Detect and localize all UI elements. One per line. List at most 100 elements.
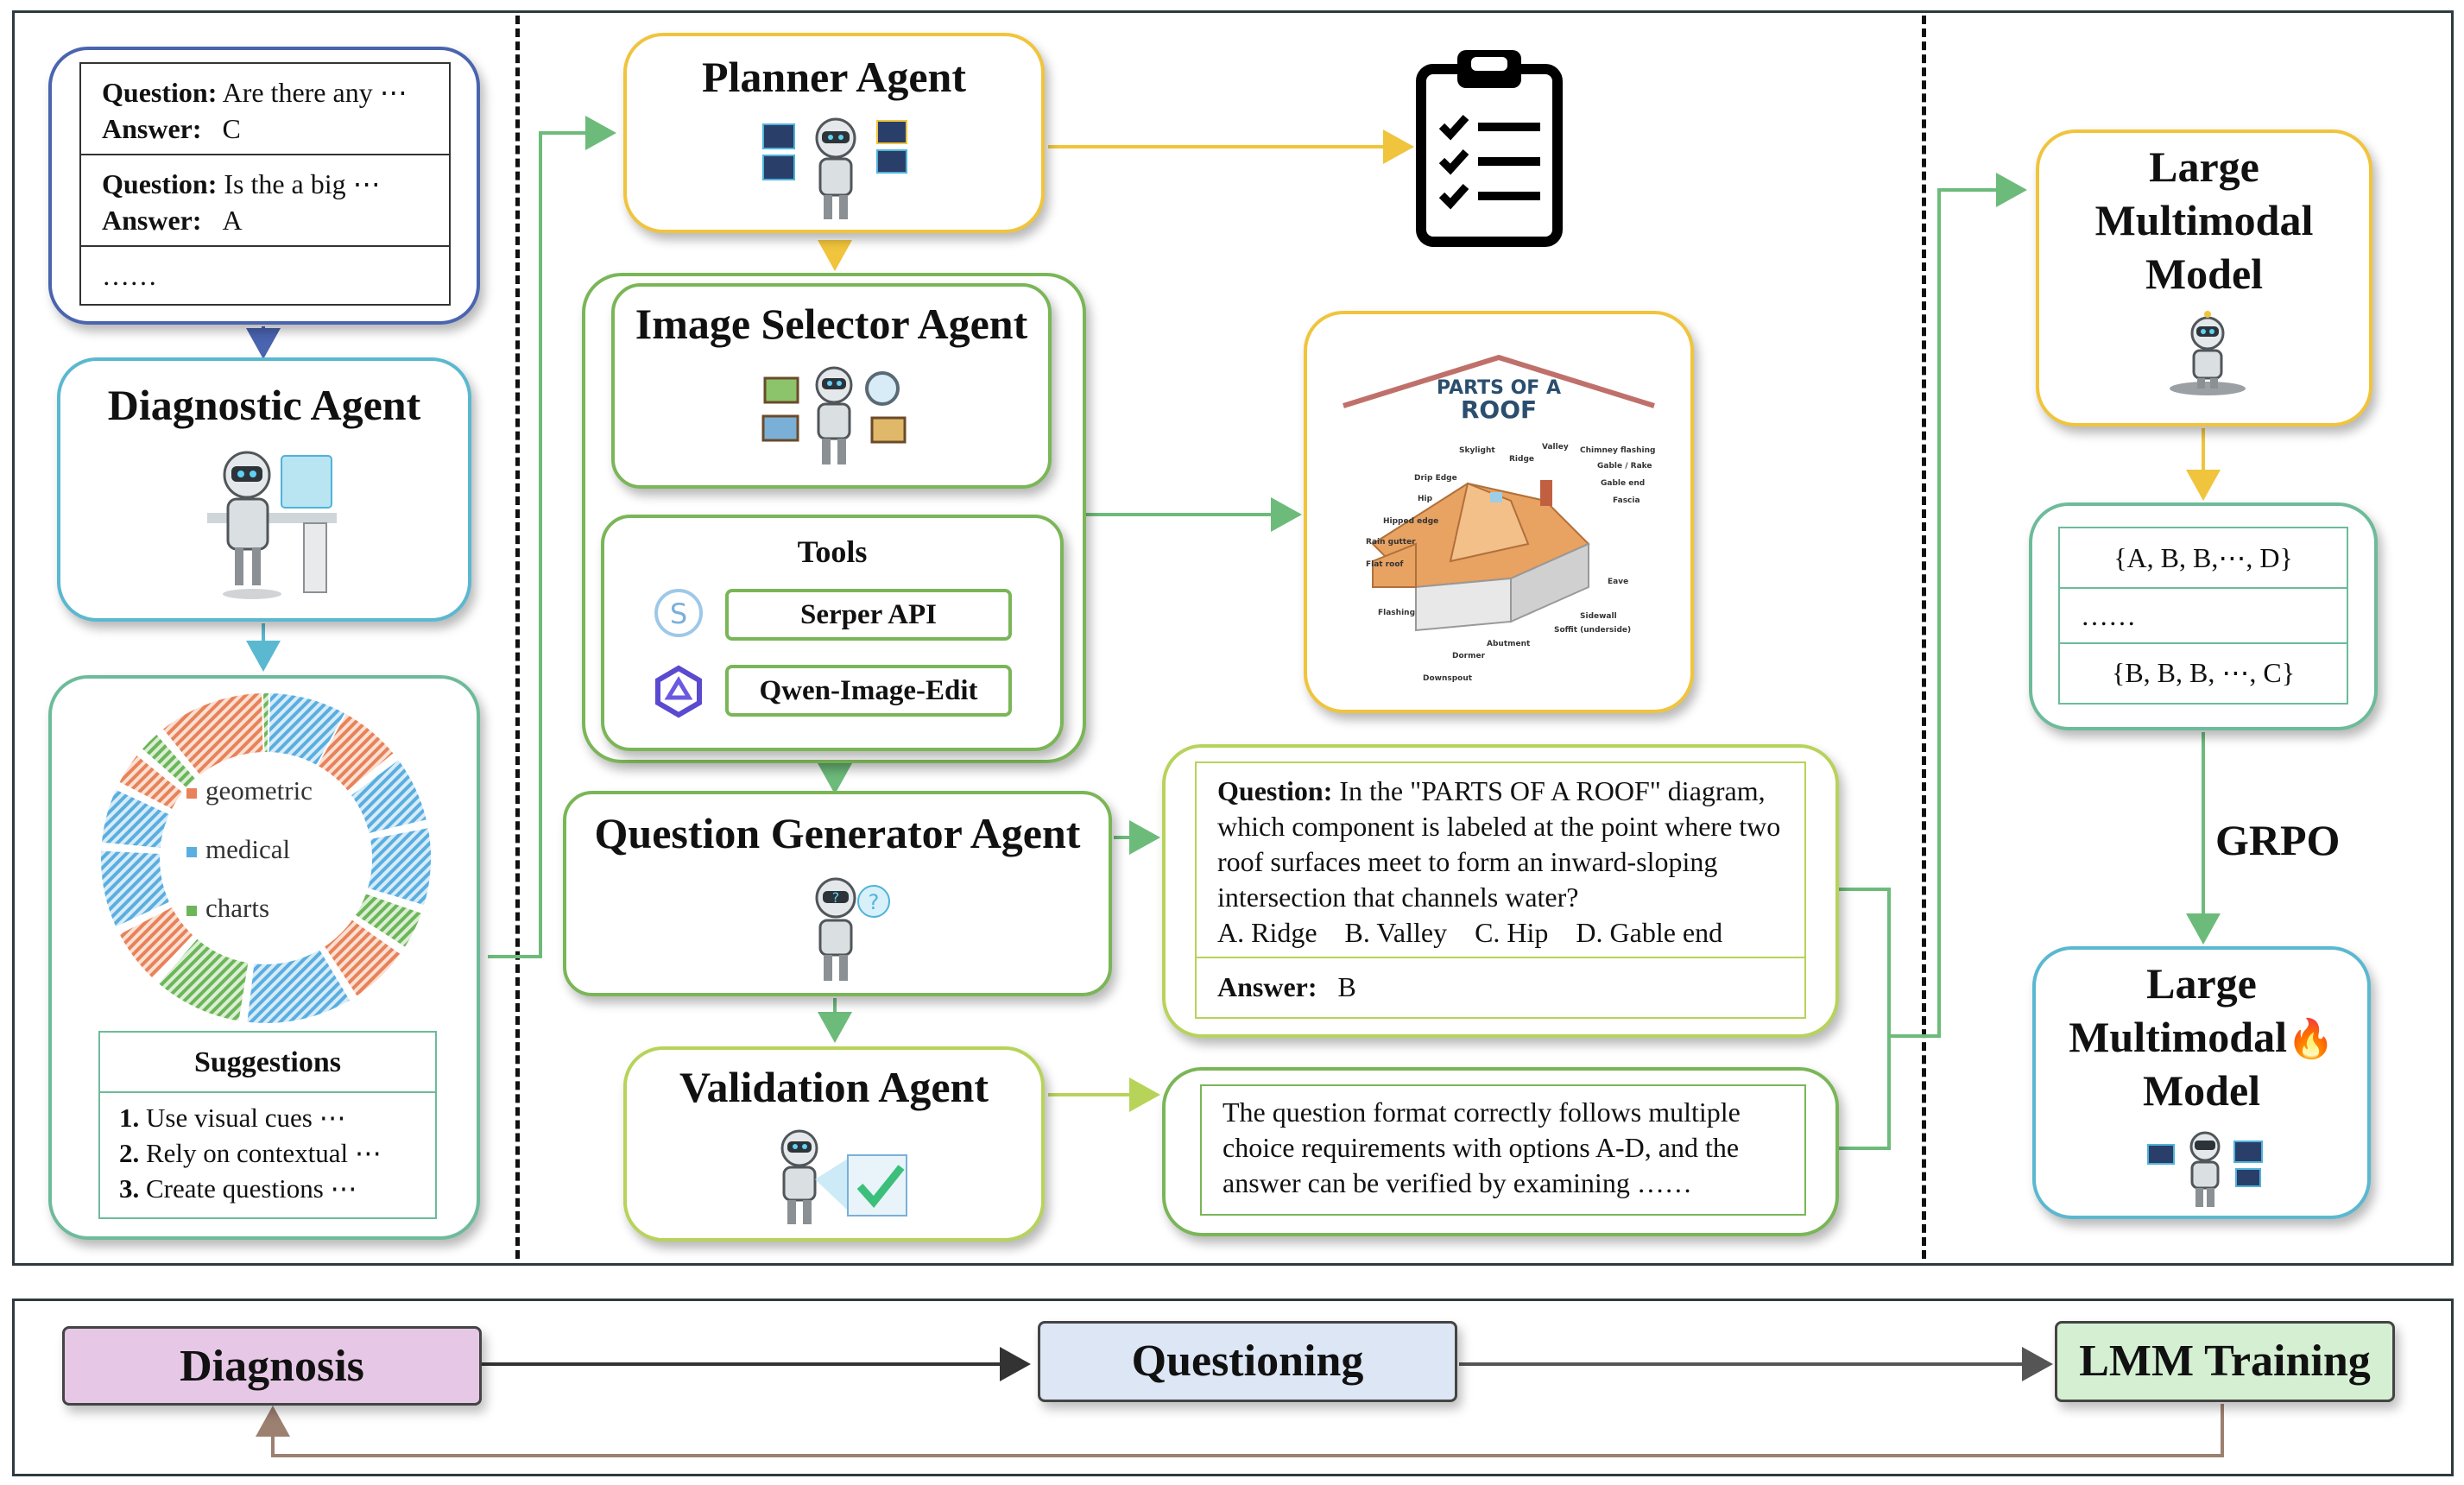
answer-label: Answer:: [102, 205, 202, 236]
svg-text:?: ?: [832, 889, 840, 906]
question-generator-agent-title: Question Generator Agent: [594, 809, 1081, 857]
suggestions-title: Suggestions: [100, 1033, 435, 1093]
suggestion-num: 3.: [119, 1173, 140, 1204]
rollouts-table: {A, B, B,⋯, D} …… {B, B, B, ⋯, C}: [2058, 527, 2348, 705]
robot-check-icon: [780, 1129, 907, 1224]
answer-label: Answer:: [1217, 971, 1317, 1002]
legend-swatch: [186, 905, 197, 916]
suggestion-item: 2. Rely on contextual ⋯: [119, 1135, 416, 1171]
donut-segment: [349, 757, 429, 836]
donut-segment: [161, 692, 265, 778]
roof-part-label: Ridge: [1509, 455, 1534, 464]
rollout-row: ……: [2060, 589, 2347, 644]
robot-with-images-icon: [761, 366, 907, 464]
roof-part-label: Hipped edge: [1383, 517, 1438, 526]
divider-left: [515, 16, 520, 1259]
roof-part-label: Chimney flashing: [1580, 446, 1655, 455]
lmm-top-line1: Large: [2149, 142, 2259, 191]
question-options: A. Ridge B. Valley C. Hip D. Gable end: [1217, 917, 1723, 948]
donut-segment: [322, 917, 403, 999]
donut-segment: [99, 787, 172, 850]
roof-part-label: Abutment: [1487, 640, 1531, 648]
robot-at-desk-icon: [207, 451, 337, 599]
suggestion-num: 1.: [119, 1103, 140, 1133]
planner-agent-card: Planner Agent: [623, 33, 1045, 233]
roof-part-label: Flashing: [1378, 609, 1415, 617]
answer-text: C: [222, 113, 241, 144]
generated-question-table: Question: In the "PARTS OF A ROOF" diagr…: [1195, 761, 1806, 1019]
lmm-top-line3: Model: [2145, 250, 2264, 298]
question-text: Are there any ⋯: [222, 77, 408, 108]
answer-label: Answer:: [102, 113, 202, 144]
donut-segment: [117, 905, 195, 981]
stage-questioning: Questioning: [1038, 1321, 1457, 1402]
suggestion-item: 3. Create questions ⋯: [119, 1171, 416, 1206]
roof-part-label: Downspout: [1423, 674, 1473, 683]
donut-segment: [117, 753, 186, 812]
donut-segment: [140, 732, 199, 791]
roof-part-label: Rain gutter: [1366, 538, 1416, 547]
question-text: In the "PARTS OF A ROOF" diagram, which …: [1217, 775, 1781, 913]
diagnostic-agent-title: Diagnostic Agent: [107, 381, 421, 429]
question-generator-agent-card: Question Generator Agent ? ?: [563, 791, 1112, 996]
robot-question-icon: ? ?: [815, 877, 890, 981]
grpo-label: GRPO: [2215, 816, 2341, 864]
question-label: Question:: [1217, 775, 1333, 806]
image-selector-agent-card: Image Selector Agent: [611, 283, 1052, 489]
roof-part-label: Gable end: [1601, 479, 1645, 488]
validation-agent-title: Validation Agent: [679, 1063, 989, 1111]
history-more: ……: [102, 260, 157, 291]
tools-title: Tools: [797, 534, 868, 569]
donut-segment: [156, 936, 250, 1023]
roof-part-label: Flat roof: [1366, 560, 1404, 569]
qwen-logo-icon: [655, 665, 702, 718]
roof-part-label: Soffit (underside): [1554, 626, 1631, 635]
lmm-trained-line3: Model: [2142, 1066, 2261, 1115]
fire-icon: 🔥: [2287, 1017, 2334, 1061]
legend-label: geometric: [205, 775, 313, 806]
clipboard-checklist-icon: [1416, 50, 1563, 247]
generated-question: Question: In the "PARTS OF A ROOF" diagr…: [1197, 763, 1804, 958]
suggestion-item: 1. Use visual cues ⋯: [119, 1100, 416, 1135]
qwen-image-edit-tool: Qwen-Image-Edit: [725, 665, 1012, 717]
donut-segment: [353, 891, 424, 950]
divider-right: [1922, 16, 1926, 1259]
stage-diagnosis: Diagnosis: [62, 1326, 482, 1406]
roof-part-label: Fascia: [1613, 496, 1640, 505]
roof-part-label: Drip Edge: [1414, 474, 1457, 483]
donut-segment: [267, 692, 347, 768]
suggestion-text: Create questions ⋯: [146, 1173, 357, 1204]
validation-result-text: The question format correctly follows mu…: [1200, 1084, 1806, 1216]
lmm-top-card: Large Multimodal Model: [2036, 130, 2372, 427]
legend-geometric: geometric: [186, 775, 313, 806]
roof-title-line1: PARTS OF A: [1437, 377, 1561, 399]
generated-answer: Answer: B: [1197, 958, 1804, 1017]
suggestion-text: Use visual cues ⋯: [146, 1103, 346, 1133]
legend-medical: medical: [186, 834, 290, 865]
roof-part-label: Dormer: [1452, 652, 1486, 660]
roof-part-label: Hip: [1418, 495, 1433, 503]
history-table: Question: Are there any ⋯ Answer: C Ques…: [79, 62, 451, 306]
robot-with-screens-icon: [2147, 1131, 2263, 1207]
roof-title-line2: ROOF: [1461, 395, 1537, 424]
roof-part-label: Gable / Rake: [1597, 462, 1652, 471]
svg-text:S: S: [670, 597, 687, 630]
pipeline-frame: [12, 1299, 2454, 1476]
question-label: Question:: [102, 168, 218, 199]
donut-segment: [245, 947, 352, 1025]
legend-label: medical: [205, 834, 291, 864]
lmm-trained-line1: Large: [2146, 959, 2257, 1008]
stage-lmm-training: LMM Training: [2055, 1321, 2395, 1402]
rollout-row: {A, B, B,⋯, D}: [2060, 528, 2347, 589]
answer-text: A: [222, 205, 243, 236]
roof-part-label: Skylight: [1459, 446, 1495, 455]
rollout-row: {B, B, B, ⋯, C}: [2111, 657, 2296, 688]
serper-api-tool: Serper API: [725, 589, 1012, 641]
main-frame: [12, 10, 2454, 1266]
validation-agent-card: Validation Agent: [623, 1046, 1045, 1242]
svg-text:?: ?: [869, 890, 880, 914]
serper-logo-icon: S: [654, 589, 703, 637]
suggestions-table: Suggestions 1. Use visual cues ⋯ 2. Rely…: [98, 1031, 437, 1219]
